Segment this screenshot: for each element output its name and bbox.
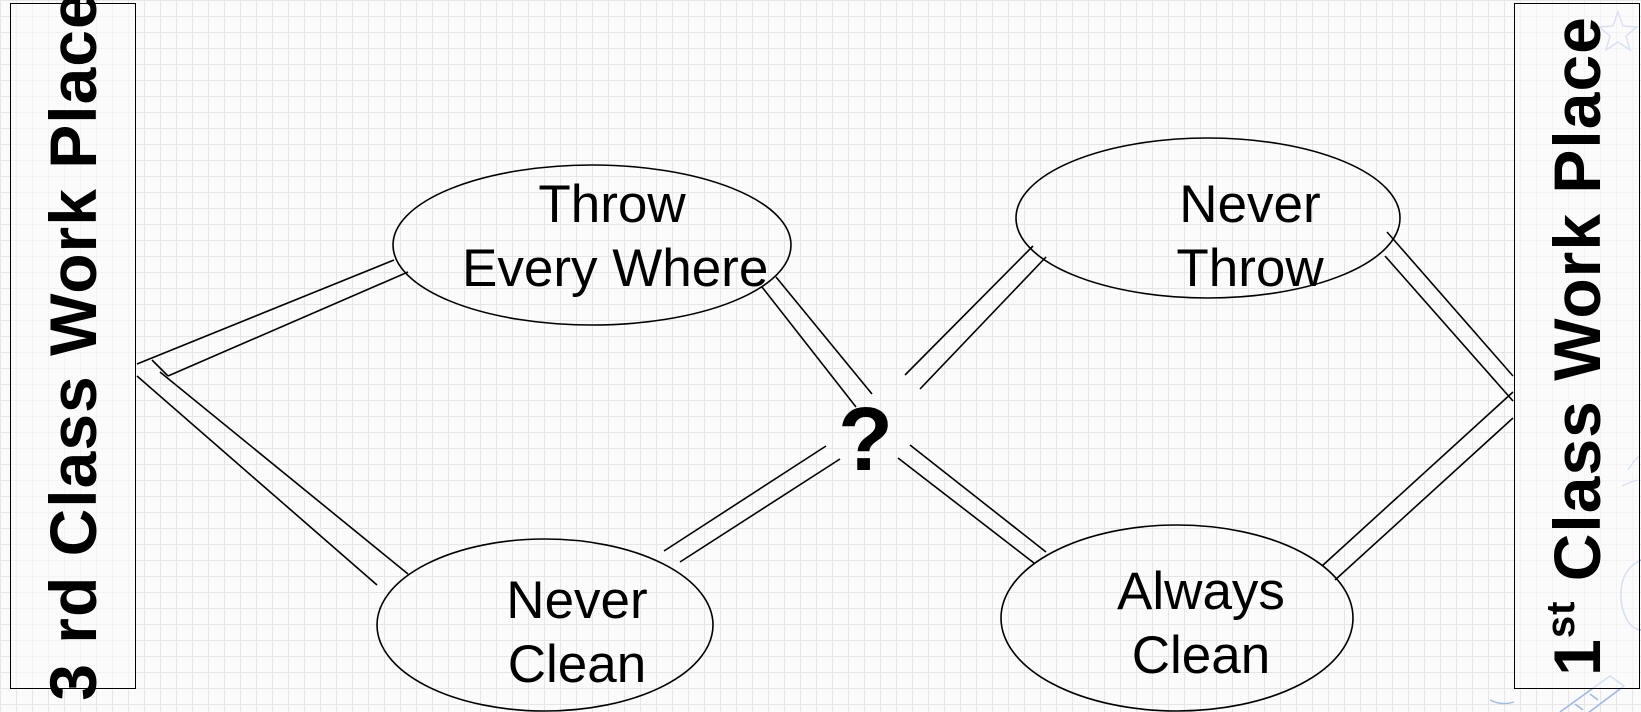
node-never-clean: Never Clean <box>477 569 677 697</box>
node-never-throw-line1: Never <box>1179 175 1321 234</box>
right-panel-label-suffix: st <box>1539 600 1583 639</box>
center-question-mark: ? <box>838 390 893 490</box>
connector-neverthrow-to-right-a <box>1386 231 1514 377</box>
doodle-icon-3 <box>1489 699 1515 705</box>
node-never-clean-shape <box>376 538 714 712</box>
connector-throw-to-center-b <box>775 276 873 395</box>
connector-neverclean-to-center-b <box>679 458 841 563</box>
connector-neverclean-to-center-a <box>663 445 827 552</box>
connector-throw-to-center-a <box>761 286 857 408</box>
connector-alwaysclean-to-right-b <box>1334 417 1514 581</box>
connector-center-to-neverthrow-a <box>904 245 1034 376</box>
left-panel: 3 rd Class Work Place <box>10 0 136 701</box>
connector-center-to-neverthrow-b <box>919 256 1047 390</box>
connector-center-to-alwaysclean-b <box>909 444 1047 553</box>
connector-center-to-alwaysclean-a <box>897 457 1035 564</box>
node-throw-everywhere-line2: Every Where <box>462 239 769 298</box>
connector-left-to-neverclean-a <box>136 375 378 586</box>
connector-left-to-throw-cap <box>151 359 169 377</box>
left-panel-label: 3 rd Class Work Place <box>36 0 110 701</box>
node-always-clean-shape <box>1000 524 1354 712</box>
connector-left-to-throw-a <box>136 259 395 365</box>
node-never-clean-line1: Never <box>506 571 648 630</box>
node-never-clean-line2: Clean <box>507 635 647 694</box>
node-throw-everywhere: Throw Every Where <box>462 173 769 301</box>
node-never-throw-shape <box>1015 137 1401 299</box>
right-panel: 1st Class Work Place <box>1514 3 1640 689</box>
right-panel-label-rest: Class Work Place <box>1540 16 1614 601</box>
node-always-clean-line1: Always <box>1117 562 1285 621</box>
right-panel-label-number: 1 <box>1540 638 1614 676</box>
connector-alwaysclean-to-right-a <box>1321 391 1514 567</box>
connector-left-to-throw-b <box>167 271 409 377</box>
node-throw-everywhere-shape <box>392 164 792 326</box>
node-throw-everywhere-line1: Throw <box>538 175 686 234</box>
node-never-throw: Never Throw <box>1150 173 1350 301</box>
node-never-throw-line2: Throw <box>1176 239 1324 298</box>
right-panel-label: 1st Class Work Place <box>1539 16 1615 676</box>
connector-left-to-neverclean-b <box>159 371 409 575</box>
connector-neverthrow-to-right-b <box>1384 255 1514 402</box>
node-always-clean: Always Clean <box>1101 560 1301 688</box>
node-always-clean-line2: Clean <box>1131 626 1271 685</box>
